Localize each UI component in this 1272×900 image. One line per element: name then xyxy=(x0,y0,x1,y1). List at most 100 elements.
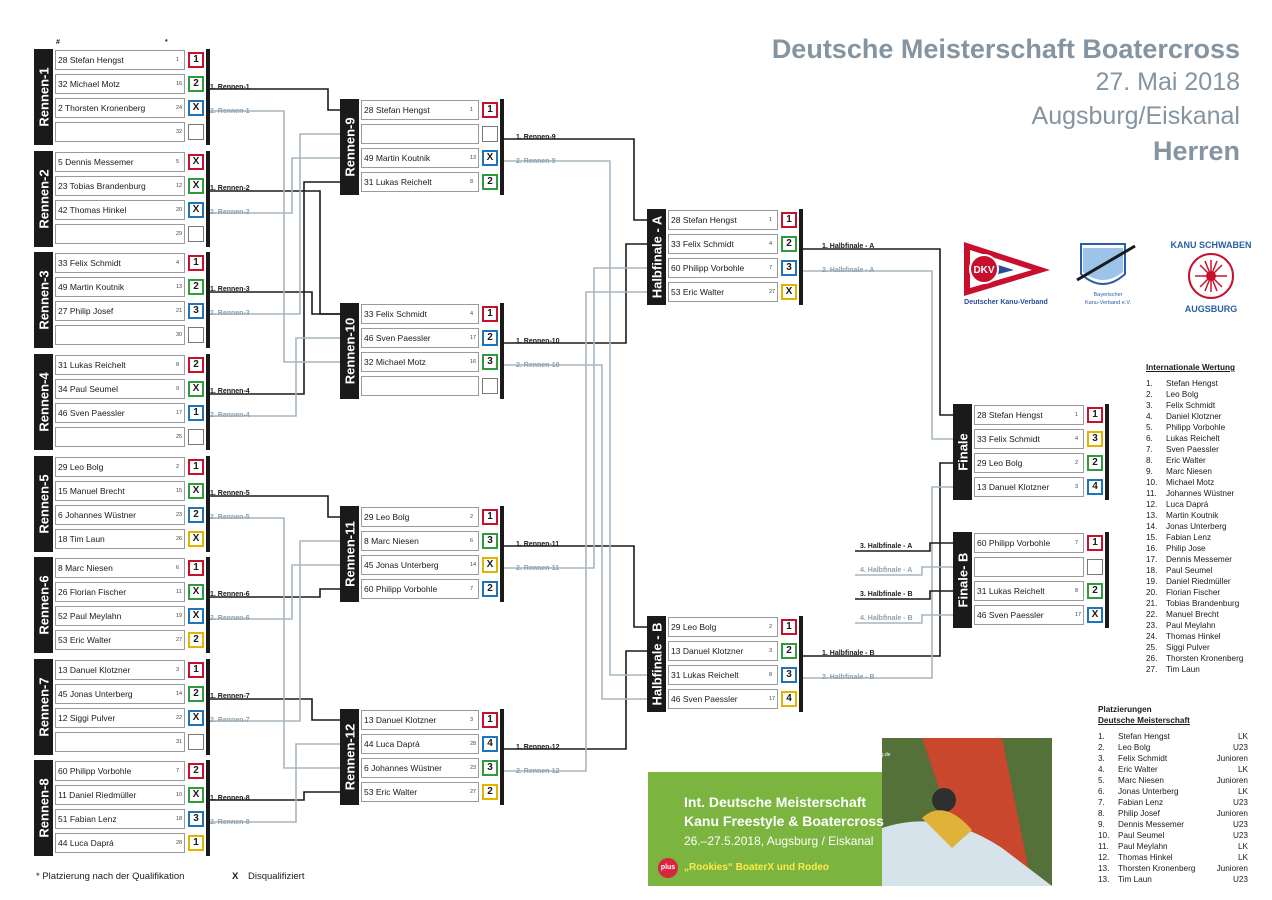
racer-name: 2 Thorsten Kronenberg xyxy=(58,103,146,113)
connector-line xyxy=(504,650,647,750)
banner-line-3: 26.–27.5.2018, Augsburg / Eiskanal xyxy=(684,834,874,848)
international-rank-item: 18.Paul Seumel xyxy=(1146,565,1256,576)
racer-seed: 1 xyxy=(470,107,474,113)
racer-name: 5 Dennis Messemer xyxy=(58,157,134,167)
connector-line xyxy=(504,267,647,569)
connector-label: 1. Rennen-12 xyxy=(516,744,560,751)
connector-line xyxy=(210,88,340,111)
racer-rank: 1 xyxy=(482,712,498,728)
rank-number: 5. xyxy=(1146,423,1153,432)
connector-line xyxy=(803,270,953,440)
racer-rank: 1 xyxy=(188,662,204,678)
international-rank-item: 11.Johannes Wüstner xyxy=(1146,488,1256,499)
rank-number: 22. xyxy=(1146,610,1158,619)
racer-seed: 7 xyxy=(1075,540,1079,546)
racer-rank: 1 xyxy=(188,255,204,271)
racer-name: 15 Manuel Brecht xyxy=(58,486,125,496)
racer-seed: 23 xyxy=(176,512,183,518)
racer-seed: 3 xyxy=(470,717,474,723)
rank-name: Philip Jose xyxy=(1166,544,1206,553)
racer-rank: X xyxy=(188,154,204,170)
title-category: Herren xyxy=(1152,136,1240,166)
race-label: Rennen-2 xyxy=(34,151,53,247)
racer-name: 23 Tobias Brandenburg xyxy=(58,181,146,191)
racer-rank: 3 xyxy=(482,354,498,370)
racer-seed: 26 xyxy=(176,536,183,542)
race-output-bar xyxy=(206,557,210,653)
connector-label: 2. Rennen-10 xyxy=(516,362,560,369)
rank-number: 21. xyxy=(1146,599,1158,608)
connector-label: 3. Halbfinale - B xyxy=(860,591,913,598)
racer-seed: 11 xyxy=(176,589,182,595)
connector-label: 4. Halbfinale - B xyxy=(860,615,913,622)
racer-name: 53 Eric Walter xyxy=(671,287,725,297)
racer-rank: 2 xyxy=(188,632,204,648)
racer-name: 53 Eric Walter xyxy=(58,635,112,645)
racer-seed: 16 xyxy=(176,81,183,87)
dm-ranking: Platzierungen Deutsche Meisterschaft 1.S… xyxy=(1098,704,1248,885)
race-label: Finale xyxy=(953,404,972,500)
racer-rank: X xyxy=(188,202,204,218)
international-rank-item: 4.Daniel Klotzner xyxy=(1146,411,1256,422)
racer-seed: 7 xyxy=(470,586,474,592)
racer-seed: 17 xyxy=(1075,612,1082,618)
international-rank-item: 24.Thomas Hinkel xyxy=(1146,631,1256,642)
international-rank-item: 5. Philipp Vorbohle xyxy=(1146,422,1256,433)
banner-hashtag: #CanoeEventsEiskanal xyxy=(814,760,866,766)
racer-seed: 31 xyxy=(176,739,183,745)
race-label: Rennen-11 xyxy=(340,506,359,602)
racer-rank: 3 xyxy=(781,260,797,276)
racer-rank: X xyxy=(188,584,204,600)
race-label: Rennen-9 xyxy=(340,99,359,195)
race-output-bar xyxy=(799,209,803,305)
racer-name: 33 Felix Schmidt xyxy=(671,239,734,249)
international-rank-item: 12.Luca Daprá xyxy=(1146,499,1256,510)
racer-name: 29 Leo Bolg xyxy=(58,462,104,472)
rank-number: 17. xyxy=(1146,555,1158,564)
racer-seed: 1 xyxy=(176,57,180,63)
rank-number: 25. xyxy=(1146,643,1158,652)
rank-name: Philipp Vorbohle xyxy=(1166,423,1226,432)
connector-line xyxy=(210,110,340,363)
rank-number: 12. xyxy=(1146,500,1158,509)
racer-seed: 9 xyxy=(176,386,180,392)
rank-name: Michael Motz xyxy=(1166,478,1215,487)
rank-number: 9. xyxy=(1146,467,1153,476)
race-output-bar xyxy=(206,354,210,450)
rank-number: 14. xyxy=(1146,522,1158,531)
event-banner: www.kanu-schwaben-augsburg.de #CanoeEven… xyxy=(648,738,1052,886)
race-label: Rennen-10 xyxy=(340,303,359,399)
title-date: 27. Mai 2018 xyxy=(1095,68,1240,96)
rank-name: Sven Paessler xyxy=(1166,445,1219,454)
racer-row: 25 xyxy=(55,427,185,447)
racer-rank: 2 xyxy=(482,330,498,346)
racer-name: 32 Michael Motz xyxy=(364,357,426,367)
connector-label: 2. Rennen-5 xyxy=(210,514,250,521)
footer-x-symbol: X xyxy=(232,871,239,882)
racer-rank: X xyxy=(188,483,204,499)
racer-rank: 1 xyxy=(781,212,797,228)
racer-seed: 8 xyxy=(769,672,773,678)
race-label: Finale- B xyxy=(953,532,972,628)
rank-number: 2. xyxy=(1098,743,1105,752)
racer-seed: 20 xyxy=(176,207,183,213)
racer-rank: 2 xyxy=(482,174,498,190)
connector-line xyxy=(210,181,340,395)
racer-rank xyxy=(482,378,498,394)
racer-seed: 13 xyxy=(470,155,477,161)
rank-name: Tim Laun xyxy=(1166,665,1200,674)
racer-row: 29 xyxy=(55,224,185,244)
svg-text:DKV: DKV xyxy=(973,265,994,276)
svg-text:Bayerischer: Bayerischer xyxy=(1093,292,1122,298)
rank-name: Paul Seumel xyxy=(1166,566,1213,575)
racer-name: 44 Luca Daprá xyxy=(364,739,420,749)
racer-row: 32 xyxy=(55,122,185,142)
